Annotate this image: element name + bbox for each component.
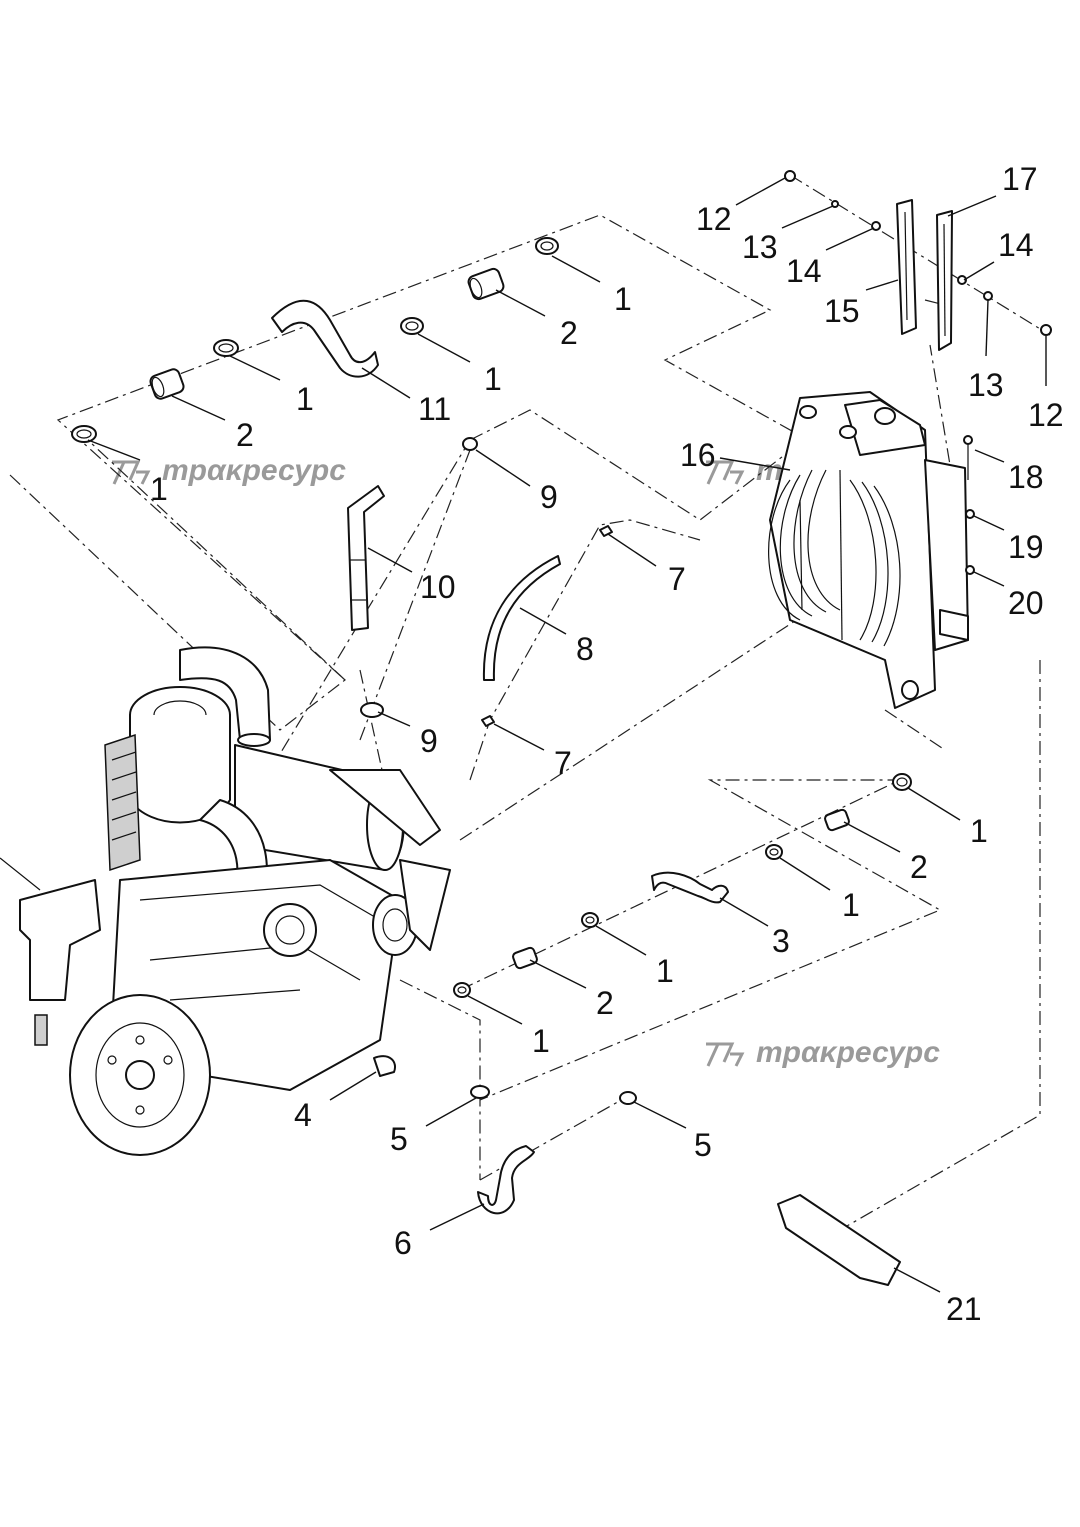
baffle-part-21 <box>777 1194 901 1286</box>
engine-assembly <box>0 646 451 1156</box>
callout-5: 5 <box>390 1121 408 1157</box>
callout-14: 14 <box>786 253 822 289</box>
washer-part-13 <box>983 291 993 301</box>
clamp-part-1 <box>535 237 559 255</box>
clamp-part-1 <box>213 339 239 357</box>
callout-11: 11 <box>418 391 451 427</box>
callout-13: 13 <box>968 367 1004 403</box>
callout-1: 1 <box>532 1023 550 1059</box>
intercooler-pipe-part-11 <box>271 299 379 378</box>
nut-part-20 <box>965 565 975 575</box>
callout-2: 2 <box>596 985 614 1021</box>
bolt-part-18 <box>963 435 973 480</box>
watermark-logo-icon <box>706 1042 745 1067</box>
callout-13: 13 <box>742 229 778 265</box>
bolt-part-12 <box>784 170 796 182</box>
clamp-part-5 <box>470 1085 490 1099</box>
hose-part-8 <box>482 555 561 681</box>
sleeve-part-2 <box>824 808 850 832</box>
callout-1: 1 <box>614 281 632 317</box>
callout-2: 2 <box>910 849 928 885</box>
callout-9: 9 <box>420 723 438 759</box>
callout-7: 7 <box>554 745 572 781</box>
callout-10: 10 <box>420 569 456 605</box>
radiator-part-16 <box>768 391 969 709</box>
sleeve-part-2 <box>512 946 538 970</box>
clamp-part-5 <box>619 1091 637 1105</box>
hose-part-6 <box>477 1145 535 1215</box>
callout-7: 7 <box>668 561 686 597</box>
callout-2: 2 <box>560 315 578 351</box>
nut-part-14 <box>957 275 967 285</box>
clamp-part-1 <box>400 317 424 335</box>
fitting-part-7 <box>599 525 613 537</box>
clamp-part-9 <box>462 437 478 451</box>
leader-lines <box>87 177 1047 1293</box>
callout-1: 1 <box>656 953 674 989</box>
watermark-logo-icon <box>706 460 745 485</box>
watermark-bottom-right: трακресурс <box>706 1036 940 1069</box>
watermark-text: трακресурс <box>756 1036 940 1069</box>
clamp-part-1 <box>71 425 97 443</box>
watermark-top-left: трακресурс <box>112 454 346 487</box>
callout-4: 4 <box>294 1097 312 1133</box>
callout-20: 20 <box>1008 585 1044 621</box>
callout-3: 3 <box>772 923 790 959</box>
callout-5: 5 <box>694 1127 712 1163</box>
clamp-part-1 <box>892 773 912 791</box>
bracket-part-17 <box>936 210 953 351</box>
callouts: 1 1 1 1 1 1 1 1 2 2 2 2 3 4 5 5 6 7 7 8 … <box>150 161 1064 1327</box>
callout-1: 1 <box>484 361 502 397</box>
callout-12: 12 <box>696 201 732 237</box>
watermark-text: трακресурс <box>162 454 346 487</box>
callout-16: 16 <box>680 437 716 473</box>
callout-1: 1 <box>150 471 168 507</box>
callout-17: 17 <box>1002 161 1038 197</box>
pipe-part-3 <box>651 871 729 904</box>
callout-19: 19 <box>1008 529 1044 565</box>
callout-2: 2 <box>236 417 254 453</box>
clamp-part-1 <box>765 844 783 860</box>
washer-part-13 <box>831 200 839 208</box>
callout-14: 14 <box>998 227 1034 263</box>
callout-6: 6 <box>394 1225 412 1261</box>
callout-8: 8 <box>576 631 594 667</box>
sleeve-part-2 <box>149 368 185 400</box>
callout-15: 15 <box>824 293 860 329</box>
callout-1: 1 <box>842 887 860 923</box>
watermark-logo-icon <box>112 460 151 485</box>
clamp-part-1 <box>453 982 471 998</box>
bolt-part-12 <box>1040 324 1052 336</box>
hose-part-10 <box>347 485 385 631</box>
callout-1: 1 <box>296 381 314 417</box>
bracket-part-15 <box>896 199 917 335</box>
callout-21: 21 <box>946 1291 982 1327</box>
fitting-part-7 <box>481 715 495 727</box>
sleeve-part-2 <box>467 267 505 301</box>
callout-1: 1 <box>970 813 988 849</box>
washer-part-19 <box>965 509 975 519</box>
clamp-part-9 <box>360 702 384 718</box>
callout-12: 12 <box>1028 397 1064 433</box>
callout-9: 9 <box>540 479 558 515</box>
callout-18: 18 <box>1008 459 1044 495</box>
clamp-part-1 <box>581 912 599 928</box>
